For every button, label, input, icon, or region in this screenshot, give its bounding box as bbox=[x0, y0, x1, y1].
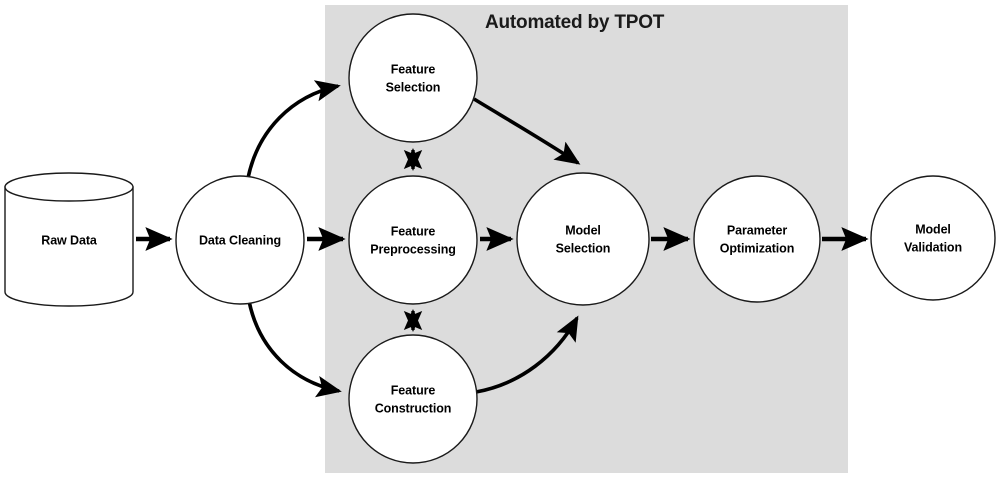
node-feature-preprocessing[interactable]: Feature Preprocessing bbox=[348, 175, 478, 305]
region-title: Automated by TPOT bbox=[485, 12, 665, 33]
node-feature-selection-label-0: Feature bbox=[391, 62, 436, 76]
node-model-validation[interactable]: Model Validation bbox=[870, 175, 996, 301]
edge-feature-construction-to-model-selection bbox=[475, 315, 579, 394]
edge-data-cleaning-to-feature-selection bbox=[246, 80, 341, 179]
node-model-validation-label-0: Model bbox=[915, 222, 951, 236]
node-parameter-optimization-label-0: Parameter bbox=[727, 223, 787, 237]
edge-feature-selection-to-model-selection bbox=[473, 97, 581, 165]
node-feature-construction-label-0: Feature bbox=[391, 383, 436, 397]
node-raw-data-label-0: Raw Data bbox=[41, 233, 98, 247]
node-parameter-optimization-label-1: Optimization bbox=[720, 241, 795, 255]
edge-data-cleaning-to-feature-construction bbox=[247, 300, 342, 398]
node-feature-selection[interactable]: Feature Selection bbox=[348, 13, 478, 143]
node-feature-preprocessing-label-0: Feature bbox=[391, 224, 436, 238]
node-model-validation-label-1: Validation bbox=[904, 240, 962, 254]
node-model-selection[interactable]: Model Selection bbox=[516, 172, 650, 306]
node-feature-selection-label-1: Selection bbox=[386, 80, 441, 94]
node-raw-data[interactable]: Raw Data bbox=[4, 172, 134, 307]
node-parameter-optimization[interactable]: Parameter Optimization bbox=[693, 175, 821, 303]
node-data-cleaning[interactable]: Data Cleaning bbox=[175, 175, 305, 305]
node-model-selection-label-1: Selection bbox=[556, 241, 611, 255]
node-feature-preprocessing-label-1: Preprocessing bbox=[370, 242, 456, 256]
node-model-selection-label-0: Model bbox=[565, 223, 601, 237]
node-feature-construction[interactable]: Feature Construction bbox=[348, 334, 478, 464]
node-data-cleaning-label-0: Data Cleaning bbox=[199, 233, 281, 247]
node-feature-construction-label-1: Construction bbox=[375, 401, 452, 415]
